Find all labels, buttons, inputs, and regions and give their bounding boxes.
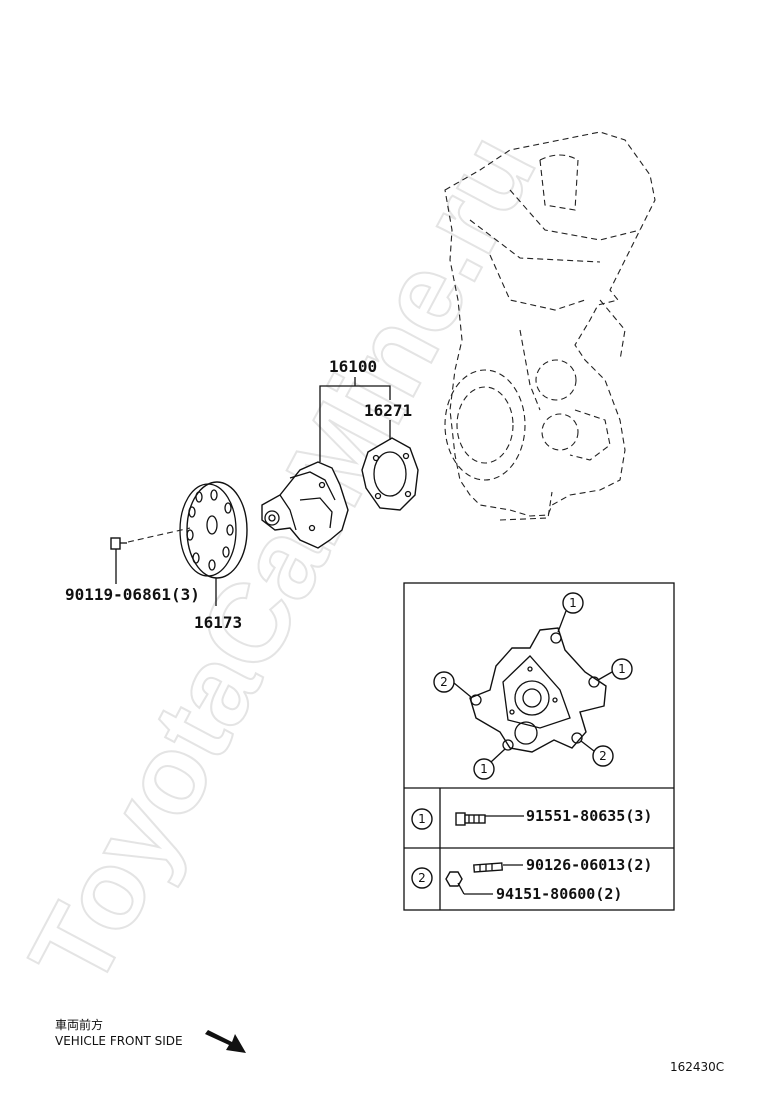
label-16271: 16271 (364, 401, 412, 420)
direction-english: VEHICLE FRONT SIDE (55, 1034, 183, 1048)
callout-1-top: 1 (569, 596, 577, 610)
gasket (361, 437, 419, 511)
callout-2-left: 2 (440, 675, 448, 689)
bolt-icon (455, 812, 524, 826)
legend-part-94151-80600: 94151-80600(2) (496, 885, 622, 903)
legend-marker-1: 1 (418, 812, 426, 826)
label-16173: 16173 (194, 613, 242, 632)
leader-lines (115, 377, 391, 606)
engine-block-outline (444, 131, 656, 521)
figure-code: 162430C (670, 1060, 724, 1074)
legend-part-91551-80635: 91551-80635(3) (526, 807, 652, 825)
front-arrow-icon (205, 1030, 246, 1053)
detail-view: 1 1 2 1 2 1 91551-80635(3) 2 (403, 582, 675, 911)
pump-front-view (469, 627, 607, 753)
stud-icon (473, 862, 523, 873)
callout-1-right: 1 (618, 662, 626, 676)
water-pump (261, 461, 349, 549)
callout-1-bottom: 1 (480, 762, 488, 776)
pulley-bolt (110, 527, 191, 550)
nut-icon (445, 871, 493, 895)
callout-2-right: 2 (599, 749, 607, 763)
pulley (179, 481, 248, 579)
label-16100: 16100 (329, 357, 377, 376)
label-90119-06861: 90119-06861(3) (65, 585, 200, 604)
direction-japanese: 車両前方 (55, 1017, 103, 1032)
legend-part-90126-06013: 90126-06013(2) (526, 856, 652, 874)
legend-marker-2: 2 (418, 871, 426, 885)
